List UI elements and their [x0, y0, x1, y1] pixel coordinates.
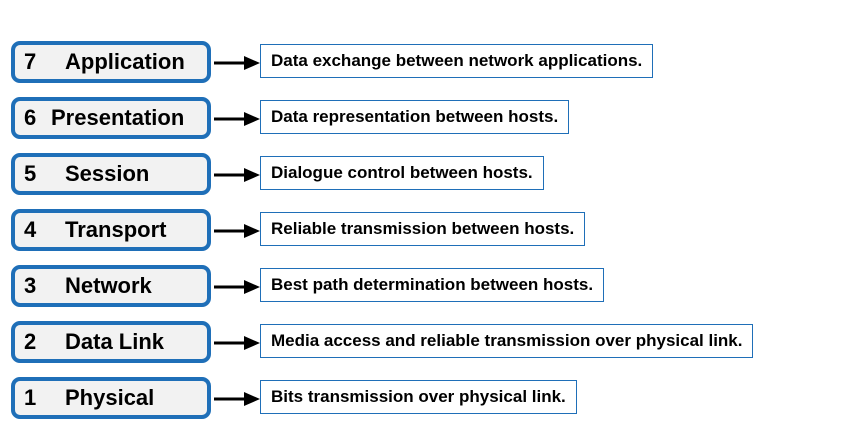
layer-number: 7	[24, 49, 37, 74]
layer-description: Data exchange between network applicatio…	[260, 44, 654, 78]
layer-description: Bits transmission over physical link.	[260, 380, 577, 414]
layer-name: Transport	[65, 217, 167, 242]
layer-row-transport: 4 Transport Reliable transmission betwee…	[0, 209, 865, 257]
arrow-right-icon	[214, 168, 260, 182]
arrow-right-icon	[214, 224, 260, 238]
layer-number: 6	[24, 105, 37, 130]
layer-box-network: 3 Network	[11, 265, 211, 307]
arrow-right-icon	[214, 336, 260, 350]
layer-box-transport: 4 Transport	[11, 209, 211, 251]
layer-description: Media access and reliable transmission o…	[260, 324, 754, 358]
layer-name: Data Link	[65, 329, 165, 354]
layer-row-data-link: 2 Data Link Media access and reliable tr…	[0, 321, 865, 369]
layer-description: Best path determination between hosts.	[260, 268, 605, 302]
layer-description: Data representation between hosts.	[260, 100, 570, 134]
arrow-right-icon	[214, 112, 260, 126]
layer-description: Reliable transmission between hosts.	[260, 212, 586, 246]
arrow-right-icon	[214, 56, 260, 70]
layer-number: 3	[24, 273, 37, 298]
layer-row-network: 3 Network Best path determination betwee…	[0, 265, 865, 313]
layer-row-application: 7 Application Data exchange between netw…	[0, 41, 865, 89]
layer-number: 4	[24, 217, 37, 242]
layer-row-session: 5 Session Dialogue control between hosts…	[0, 153, 865, 201]
layer-number: 1	[24, 385, 37, 410]
layer-name: Session	[65, 161, 150, 186]
layer-description: Dialogue control between hosts.	[260, 156, 544, 190]
layer-name: Network	[65, 273, 152, 298]
layer-number: 5	[24, 161, 37, 186]
layer-box-physical: 1 Physical	[11, 377, 211, 419]
arrow-right-icon	[214, 392, 260, 406]
layer-row-physical: 1 Physical Bits transmission over physic…	[0, 377, 865, 425]
layer-box-application: 7 Application	[11, 41, 211, 83]
layer-box-presentation: 6 Presentation	[11, 97, 211, 139]
layer-name: Presentation	[51, 105, 185, 130]
layer-number: 2	[24, 329, 37, 354]
layer-row-presentation: 6 Presentation Data representation betwe…	[0, 97, 865, 145]
layer-name: Application	[65, 49, 185, 74]
layer-name: Physical	[65, 385, 155, 410]
layer-box-data-link: 2 Data Link	[11, 321, 211, 363]
arrow-right-icon	[214, 280, 260, 294]
layer-box-session: 5 Session	[11, 153, 211, 195]
